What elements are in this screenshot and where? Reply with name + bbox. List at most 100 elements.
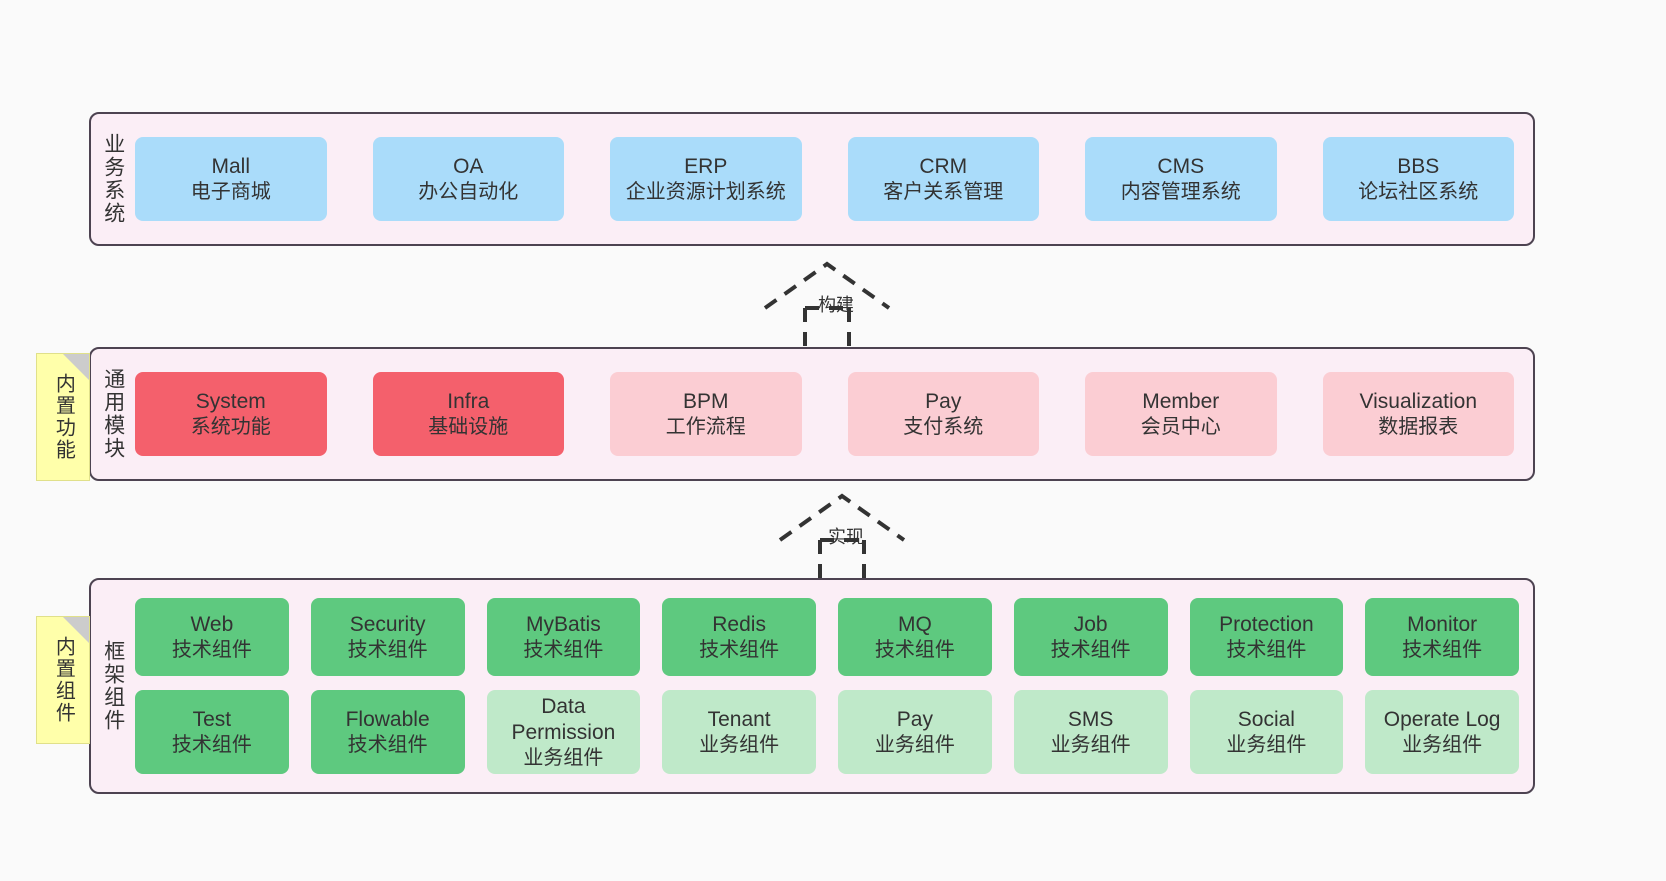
card-social[interactable]: Social 业务组件 (1189, 690, 1344, 774)
card-oa-en: OA (453, 155, 484, 178)
note-builtin-components-label: 内置组件 (52, 636, 75, 724)
card-security-cn: 技术组件 (347, 638, 428, 661)
card-system-cn: 系统功能 (190, 415, 271, 438)
card-mybatis-cn: 技术组件 (523, 638, 604, 661)
card-sms-cn: 业务组件 (1050, 733, 1131, 756)
arrow-build: 构建 (755, 256, 915, 346)
card-erp[interactable]: ERP 企业资源计划系统 (610, 137, 802, 221)
framework-row-technical: Web 技术组件 Security 技术组件 MyBatis 技术组件 Redi… (135, 598, 1519, 677)
card-tenant-en: Tenant (707, 708, 771, 732)
card-bpm[interactable]: BPM 工作流程 (610, 372, 802, 456)
layer-common-modules: 通用模块 System 系统功能 Infra 基础设施 BPM 工作流程 Pay… (89, 347, 1535, 481)
card-bbs-en: BBS (1397, 155, 1440, 178)
card-data-permission[interactable]: Data Permission 业务组件 (486, 690, 641, 774)
card-data-permission-cn: 业务组件 (523, 746, 604, 769)
card-monitor[interactable]: Monitor 技术组件 (1365, 598, 1519, 677)
card-web-cn: 技术组件 (171, 638, 252, 661)
layer-framework-components: 框架组件 Web 技术组件 Security 技术组件 MyBatis 技术组件… (89, 578, 1535, 794)
card-mq-cn: 技术组件 (874, 638, 955, 661)
card-mq[interactable]: MQ 技术组件 (838, 598, 992, 677)
arrow-implement: 实现 (770, 488, 930, 578)
note-fold-corner-icon (63, 354, 89, 380)
card-oa[interactable]: OA 办公自动化 (372, 137, 564, 221)
card-pay-module[interactable]: Pay 支付系统 (847, 372, 1039, 456)
arrow-build-label: 构建 (818, 295, 854, 315)
card-system-en: System (195, 390, 266, 413)
card-redis[interactable]: Redis 技术组件 (662, 598, 816, 677)
card-erp-cn: 企业资源计划系统 (625, 180, 786, 203)
card-security-en: Security (349, 613, 426, 637)
card-infra-cn: 基础设施 (428, 415, 509, 438)
arrow-implement-glyph (778, 493, 906, 578)
card-protection-en: Protection (1219, 613, 1314, 637)
card-mq-en: MQ (897, 613, 932, 637)
card-protection[interactable]: Protection 技术组件 (1189, 598, 1344, 677)
card-crm[interactable]: CRM 客户关系管理 (847, 137, 1039, 221)
card-crm-cn: 客户关系管理 (883, 180, 1004, 203)
layer-framework-title: 框架组件 (101, 640, 125, 732)
card-web[interactable]: Web 技术组件 (135, 598, 289, 677)
card-flowable-cn: 技术组件 (347, 733, 428, 756)
layer-common-title: 通用模块 (101, 368, 125, 460)
card-mall[interactable]: Mall 电子商城 (135, 137, 327, 221)
card-mall-en: Mall (211, 155, 250, 178)
card-member[interactable]: Member 会员中心 (1085, 372, 1277, 456)
framework-row-business: Test 技术组件 Flowable 技术组件 Data Permission … (135, 690, 1519, 774)
card-pay-component[interactable]: Pay 业务组件 (838, 690, 992, 774)
card-visualization-en: Visualization (1359, 390, 1478, 413)
layer-common-cards: System 系统功能 Infra 基础设施 BPM 工作流程 Pay 支付系统… (135, 349, 1533, 479)
card-flowable[interactable]: Flowable 技术组件 (310, 690, 465, 774)
card-pay-component-cn: 业务组件 (874, 733, 955, 756)
card-web-en: Web (190, 613, 234, 637)
note-builtin-components: 内置组件 (36, 616, 90, 744)
card-security[interactable]: Security 技术组件 (310, 598, 465, 677)
card-test-cn: 技术组件 (171, 733, 252, 756)
card-visualization-cn: 数据报表 (1378, 415, 1459, 438)
card-redis-en: Redis (712, 613, 766, 637)
card-social-cn: 业务组件 (1226, 733, 1307, 756)
card-cms[interactable]: CMS 内容管理系统 (1085, 137, 1277, 221)
card-operate-log-cn: 业务组件 (1402, 733, 1483, 756)
note-builtin-functions: 内置功能 (36, 353, 90, 481)
card-infra[interactable]: Infra 基础设施 (372, 372, 564, 456)
card-infra-en: Infra (447, 390, 490, 413)
card-social-en: Social (1237, 708, 1295, 732)
layer-framework-cards: Web 技术组件 Security 技术组件 MyBatis 技术组件 Redi… (135, 580, 1533, 792)
card-operate-log-en: Operate Log (1383, 708, 1501, 732)
card-pay-module-cn: 支付系统 (903, 415, 984, 438)
card-bpm-cn: 工作流程 (665, 415, 746, 438)
card-monitor-cn: 技术组件 (1402, 638, 1483, 661)
card-member-cn: 会员中心 (1140, 415, 1221, 438)
card-operate-log[interactable]: Operate Log 业务组件 (1365, 690, 1519, 774)
layer-business-systems: 业务系统 Mall 电子商城 OA 办公自动化 ERP 企业资源计划系统 CRM… (89, 112, 1535, 246)
card-crm-en: CRM (919, 155, 968, 178)
card-pay-component-en: Pay (896, 708, 933, 732)
card-cms-en: CMS (1157, 155, 1205, 178)
card-job-cn: 技术组件 (1050, 638, 1131, 661)
card-sms[interactable]: SMS 业务组件 (1013, 690, 1168, 774)
card-mybatis-en: MyBatis (526, 613, 601, 637)
layer-business-title: 业务系统 (101, 133, 125, 225)
card-visualization[interactable]: Visualization 数据报表 (1322, 372, 1514, 456)
card-monitor-en: Monitor (1407, 613, 1478, 637)
card-tenant-cn: 业务组件 (699, 733, 780, 756)
card-pay-module-en: Pay (925, 390, 962, 413)
card-redis-cn: 技术组件 (699, 638, 780, 661)
card-test[interactable]: Test 技术组件 (135, 690, 289, 774)
card-tenant[interactable]: Tenant 业务组件 (662, 690, 816, 774)
card-protection-cn: 技术组件 (1226, 638, 1307, 661)
card-job[interactable]: Job 技术组件 (1013, 598, 1168, 677)
card-data-permission-en: Data Permission (511, 695, 616, 744)
card-mybatis[interactable]: MyBatis 技术组件 (486, 598, 641, 677)
card-member-en: Member (1142, 390, 1220, 413)
note-builtin-functions-label: 内置功能 (52, 373, 75, 461)
note-fold-corner-icon (63, 617, 89, 643)
card-flowable-en: Flowable (345, 708, 430, 732)
card-test-en: Test (192, 708, 232, 732)
card-bpm-en: BPM (682, 390, 729, 413)
layer-business-cards: Mall 电子商城 OA 办公自动化 ERP 企业资源计划系统 CRM 客户关系… (135, 114, 1533, 244)
card-bbs[interactable]: BBS 论坛社区系统 (1322, 137, 1514, 221)
card-erp-en: ERP (684, 155, 728, 178)
card-mall-cn: 电子商城 (190, 180, 271, 203)
card-system[interactable]: System 系统功能 (135, 372, 327, 456)
